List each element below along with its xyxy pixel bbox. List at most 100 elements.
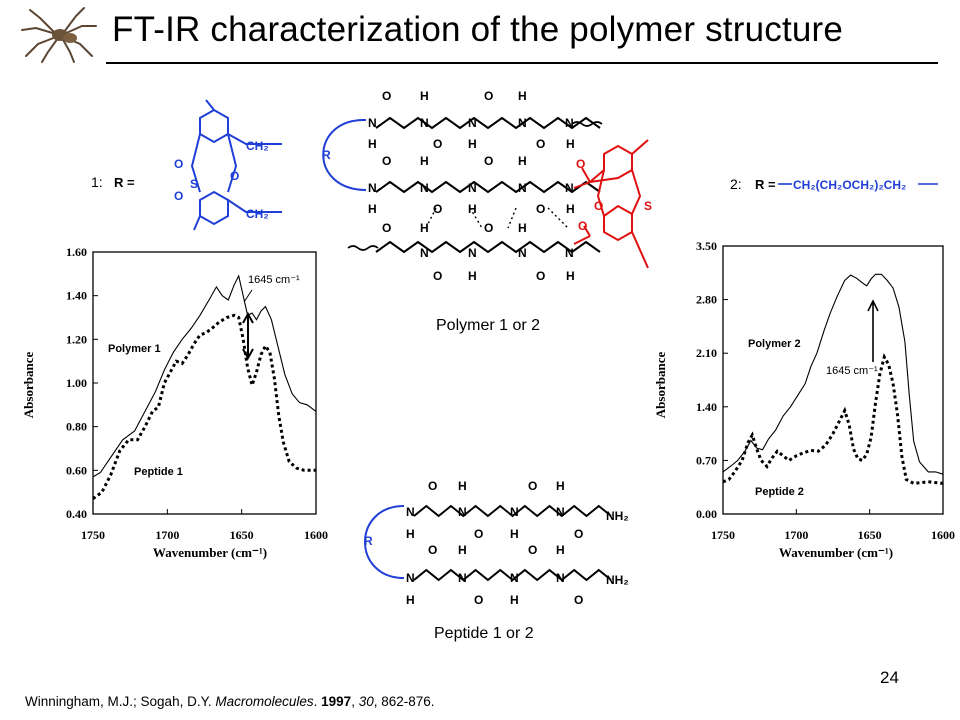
svg-text:O: O xyxy=(474,527,483,541)
svg-text:H: H xyxy=(556,479,565,493)
svg-text:N: N xyxy=(518,181,527,195)
y-tick-label: 0.60 xyxy=(66,463,87,477)
y-tick-label: 0.00 xyxy=(696,507,717,521)
svg-text:N: N xyxy=(510,505,519,519)
svg-text:H: H xyxy=(458,479,467,493)
series-polymer-2-line xyxy=(722,273,944,475)
svg-text:N: N xyxy=(565,181,574,195)
wavy-bond-bottom xyxy=(347,245,379,251)
svg-text:O: O xyxy=(382,154,391,168)
double-arrow-icon xyxy=(242,311,254,361)
chart-left-frame xyxy=(92,251,317,515)
y-tick-label: 1.40 xyxy=(66,289,87,303)
hydrogen-bonds xyxy=(425,207,569,229)
citation-pages: , 862-876. xyxy=(373,694,435,709)
svg-text:H: H xyxy=(510,527,519,541)
svg-text:N: N xyxy=(368,181,377,195)
svg-text:N: N xyxy=(420,116,429,130)
svg-text:H: H xyxy=(556,543,565,557)
svg-text:N: N xyxy=(468,181,477,195)
y-tick-label: 2.80 xyxy=(696,293,717,307)
svg-text:H: H xyxy=(406,593,415,607)
svg-text:H: H xyxy=(510,593,519,607)
r1-index-label: 1: xyxy=(91,174,103,190)
svg-text:O: O xyxy=(484,221,493,235)
svg-text:O: O xyxy=(536,137,545,151)
svg-text:N: N xyxy=(406,571,415,585)
svg-text:O: O xyxy=(576,157,585,171)
peptide-nh2-bottom: NH₂ xyxy=(606,573,629,587)
x-tick-label: 1600 xyxy=(931,528,955,542)
svg-text:H: H xyxy=(368,137,377,151)
svg-text:N: N xyxy=(518,246,527,260)
svg-text:O: O xyxy=(484,89,493,103)
svg-text:O: O xyxy=(528,479,537,493)
svg-text:O: O xyxy=(230,169,239,183)
r1-equals-label: R = xyxy=(114,175,135,190)
svg-text:H: H xyxy=(468,202,477,216)
svg-text:O: O xyxy=(174,157,183,171)
y-tick-label: 2.10 xyxy=(696,346,717,360)
svg-text:N: N xyxy=(468,246,477,260)
peptide-caption: Peptide 1 or 2 xyxy=(434,625,534,642)
y-tick-label: 3.50 xyxy=(696,239,717,253)
svg-text:O: O xyxy=(428,479,437,493)
slide-title: FT-IR characterization of the polymer st… xyxy=(112,10,844,49)
y-tick-label: 0.80 xyxy=(66,420,87,434)
polymer-linker-arc xyxy=(322,118,367,191)
svg-text:O: O xyxy=(428,543,437,557)
svg-text:O: O xyxy=(433,269,442,283)
chart-left-ylabel: Absorbance xyxy=(21,352,36,419)
svg-text:O: O xyxy=(174,189,183,203)
svg-text:O: O xyxy=(528,543,537,557)
svg-text:S: S xyxy=(644,199,652,213)
citation: Winningham, M.J.; Sogah, D.Y. Macromolec… xyxy=(25,694,435,709)
svg-text:N: N xyxy=(458,571,467,585)
svg-text:H: H xyxy=(566,202,575,216)
svg-text:N: N xyxy=(420,181,429,195)
up-arrow-icon xyxy=(867,299,879,362)
svg-text:S: S xyxy=(190,177,198,191)
svg-text:O: O xyxy=(574,593,583,607)
svg-text:O: O xyxy=(484,154,493,168)
svg-text:H: H xyxy=(406,527,415,541)
svg-text:H: H xyxy=(518,154,527,168)
svg-text:H: H xyxy=(518,89,527,103)
svg-text:O: O xyxy=(578,219,587,233)
chart-right-legend-peptide: Peptide 2 xyxy=(755,486,804,498)
svg-text:O: O xyxy=(382,89,391,103)
x-tick-label: 1650 xyxy=(858,528,882,542)
svg-text:O: O xyxy=(474,593,483,607)
svg-text:O: O xyxy=(433,202,442,216)
x-tick-label: 1650 xyxy=(230,528,254,542)
svg-text:H: H xyxy=(468,269,477,283)
series-peptide-2-line xyxy=(722,353,944,485)
peptide-r-group: R xyxy=(364,534,373,548)
y-tick-label: 0.70 xyxy=(696,453,717,467)
r2-equals-label: R = xyxy=(755,177,776,192)
svg-text:O: O xyxy=(594,199,603,213)
svg-text:H: H xyxy=(420,89,429,103)
chart-right-frame xyxy=(722,245,944,515)
citation-year: 1997 xyxy=(321,694,352,709)
citation-authors: Winningham, M.J.; Sogah, D.Y. xyxy=(25,694,216,709)
x-tick-label: 1750 xyxy=(711,528,735,542)
r-group-2-definition: 2: R = CH₂(CH₂OCH₂)₂CH₂ xyxy=(730,176,938,192)
svg-text:N: N xyxy=(565,246,574,260)
polymer-r-group: R xyxy=(322,148,331,162)
r1-ch2-top: CH₂ xyxy=(246,139,269,153)
peptide-nh2-top: NH₂ xyxy=(606,509,629,523)
svg-text:O: O xyxy=(574,527,583,541)
svg-text:N: N xyxy=(565,116,574,130)
svg-text:H: H xyxy=(566,137,575,151)
wavy-bond-top xyxy=(571,121,603,127)
spider-logo xyxy=(21,7,97,63)
chart-left-legend-polymer: Polymer 1 xyxy=(108,343,161,355)
